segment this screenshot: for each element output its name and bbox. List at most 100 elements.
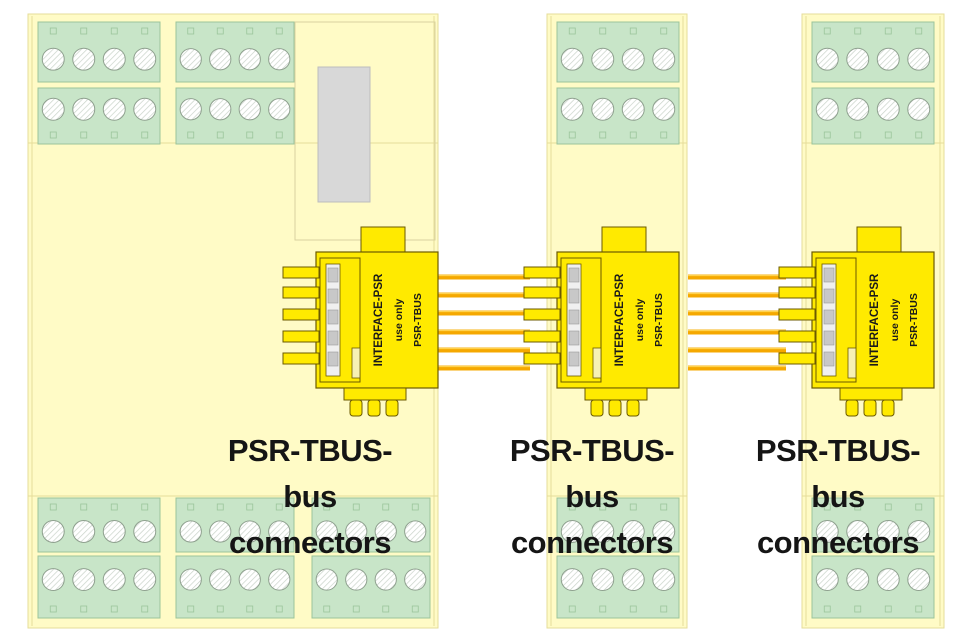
terminal-release-tab xyxy=(49,131,57,139)
connector-label: INTERFACE-PSR use only PSR-TBUS xyxy=(869,273,920,366)
terminal-release-tab xyxy=(823,503,831,511)
connector-pin xyxy=(778,352,816,365)
terminal-release-tab xyxy=(660,131,668,139)
terminal-block xyxy=(811,87,935,145)
terminal-release-tab xyxy=(216,27,224,35)
terminal-release-tab xyxy=(568,503,576,511)
screw-terminal-icon xyxy=(238,98,261,121)
terminal-release-tab xyxy=(246,503,254,511)
screw-terminal-icon xyxy=(102,520,126,543)
terminal-block xyxy=(311,555,431,619)
terminal-release-tab xyxy=(915,605,923,613)
screw-terminal-icon xyxy=(209,568,232,591)
contact xyxy=(568,330,580,346)
connector-pin xyxy=(282,308,320,321)
screw-terminal-icon xyxy=(345,520,368,543)
terminal-release-tab xyxy=(854,503,862,511)
terminal-block xyxy=(811,21,935,83)
terminal-release-tab xyxy=(141,27,149,35)
screw-terminal-icon xyxy=(41,520,65,543)
screw-terminal-icon xyxy=(621,568,645,592)
terminal-release-tab xyxy=(80,131,88,139)
screw-terminal-icon xyxy=(345,568,368,591)
screw-terminal-icon xyxy=(209,48,232,71)
contact xyxy=(823,351,835,367)
screw-terminal-icon xyxy=(907,47,931,71)
terminal-release-tab xyxy=(823,131,831,139)
screw-terminal-icon xyxy=(238,48,261,71)
screw-terminal-icon xyxy=(238,520,261,543)
connector-foot-plate xyxy=(584,387,648,401)
terminal-release-tab xyxy=(141,503,149,511)
terminal-release-tab xyxy=(216,605,224,613)
screw-terminal-icon xyxy=(815,97,839,121)
contact-frame xyxy=(815,257,857,383)
screw-terminal-icon xyxy=(315,520,338,543)
terminal-release-tab xyxy=(629,503,637,511)
screw-terminal-icon xyxy=(907,568,931,592)
caption-line-2: bus xyxy=(283,479,337,514)
contact xyxy=(568,288,580,304)
screw-terminal-icon xyxy=(179,48,202,71)
connector-label-line-2: use only xyxy=(889,299,901,342)
latch xyxy=(592,347,602,379)
screw-terminal-icon xyxy=(268,48,291,71)
screw-terminal-icon xyxy=(591,568,615,592)
screw-terminal-icon xyxy=(133,568,157,592)
connector-pin xyxy=(282,330,320,343)
connector-label-line-2: use only xyxy=(393,299,405,342)
connector-foot-pin xyxy=(845,399,859,417)
contact xyxy=(327,309,339,325)
connector-label-line-3: PSR-TBUS xyxy=(908,293,920,347)
connector-top-tab xyxy=(856,226,902,255)
connector-label-line-1: INTERFACE-PSR xyxy=(869,273,881,366)
modules-layer xyxy=(27,13,945,629)
terminal-release-tab xyxy=(884,131,892,139)
screw-terminal-icon xyxy=(876,520,900,543)
screw-terminal-icon xyxy=(815,47,839,71)
terminal-release-tab xyxy=(246,131,254,139)
connector-pin xyxy=(523,352,561,365)
screw-terminal-icon xyxy=(846,47,870,71)
caption-line-1: PSR-TBUS- xyxy=(755,433,921,468)
terminal-release-tab xyxy=(216,131,224,139)
connector-foot-pin xyxy=(608,399,622,417)
terminal-release-tab xyxy=(110,131,118,139)
terminal-release-tab xyxy=(110,503,118,511)
contact xyxy=(327,288,339,304)
bus-wires xyxy=(436,274,786,371)
terminal-release-tab xyxy=(854,131,862,139)
terminal-block xyxy=(175,497,295,553)
caption-module-1: PSR-TBUS- bus connectors xyxy=(190,428,430,566)
terminal-release-tab xyxy=(275,503,283,511)
screw-terminal-icon xyxy=(621,47,645,71)
terminal-release-tab xyxy=(275,131,283,139)
screw-terminal-icon xyxy=(560,97,584,121)
latch xyxy=(351,347,361,379)
terminal-release-tab xyxy=(187,503,195,511)
terminal-block xyxy=(37,497,161,553)
terminal-release-tab xyxy=(382,605,390,613)
bus-connector-icon: INTERFACE-PSR use only PSR-TBUS xyxy=(778,226,935,417)
terminal-release-tab xyxy=(660,27,668,35)
terminal-release-tab xyxy=(411,605,419,613)
contact xyxy=(327,330,339,346)
screw-terminal-icon xyxy=(209,98,232,121)
status-window xyxy=(317,66,371,203)
terminal-block xyxy=(811,555,935,619)
screw-terminal-icon xyxy=(846,97,870,121)
terminal-release-tab xyxy=(187,131,195,139)
screw-terminal-icon xyxy=(209,520,232,543)
terminal-release-tab xyxy=(884,503,892,511)
screw-terminal-icon xyxy=(268,568,291,591)
caption-module-2: PSR-TBUS- bus connectors xyxy=(472,428,712,566)
connector-label-line-3: PSR-TBUS xyxy=(412,293,424,347)
screw-terminal-icon xyxy=(102,97,126,121)
screw-terminal-icon xyxy=(621,97,645,121)
terminal-release-tab xyxy=(49,503,57,511)
terminal-block xyxy=(556,21,680,83)
connector-top-tab xyxy=(601,226,647,255)
connector-pin xyxy=(523,308,561,321)
connector-label-line-3: PSR-TBUS xyxy=(653,293,665,347)
